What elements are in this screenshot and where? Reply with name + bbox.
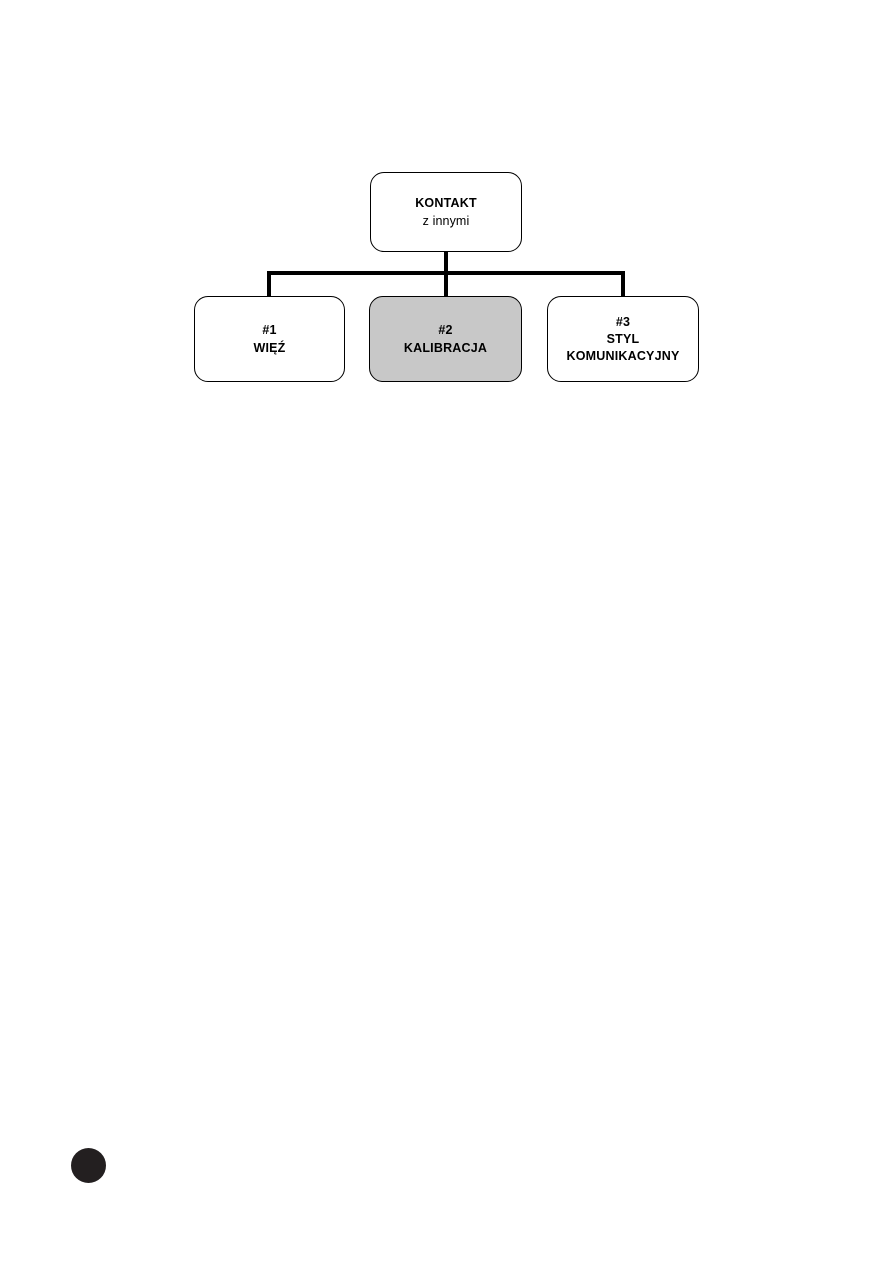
node-child-3-label-line-1: STYL — [606, 332, 640, 347]
node-root: KONTAKT z innymi — [370, 172, 522, 252]
node-root-subtitle: z innymi — [422, 214, 470, 228]
node-child-2-label-line-1: KALIBRACJA — [403, 340, 488, 355]
node-child-1-number: #1 — [262, 323, 277, 337]
node-root-title: KONTAKT — [415, 195, 477, 210]
page-marker-dot-icon — [71, 1148, 106, 1183]
node-child-3: #3 STYL KOMUNIKACYJNY — [547, 296, 699, 382]
node-child-1-label-line-1: WIĘŹ — [253, 340, 286, 355]
connector-drop-child-3 — [621, 271, 625, 298]
hierarchy-diagram: KONTAKT z innymi #1 WIĘŹ #2 KALIBRACJA #… — [0, 0, 893, 420]
node-child-3-number: #3 — [615, 314, 631, 329]
node-child-3-label-line-2: KOMUNIKACYJNY — [566, 348, 680, 363]
connector-root-stem — [444, 252, 448, 277]
connector-drop-child-2 — [444, 271, 448, 298]
node-child-2-number: #2 — [438, 323, 453, 337]
node-child-2: #2 KALIBRACJA — [369, 296, 522, 382]
connector-drop-child-1 — [267, 271, 271, 298]
node-child-1: #1 WIĘŹ — [194, 296, 345, 382]
